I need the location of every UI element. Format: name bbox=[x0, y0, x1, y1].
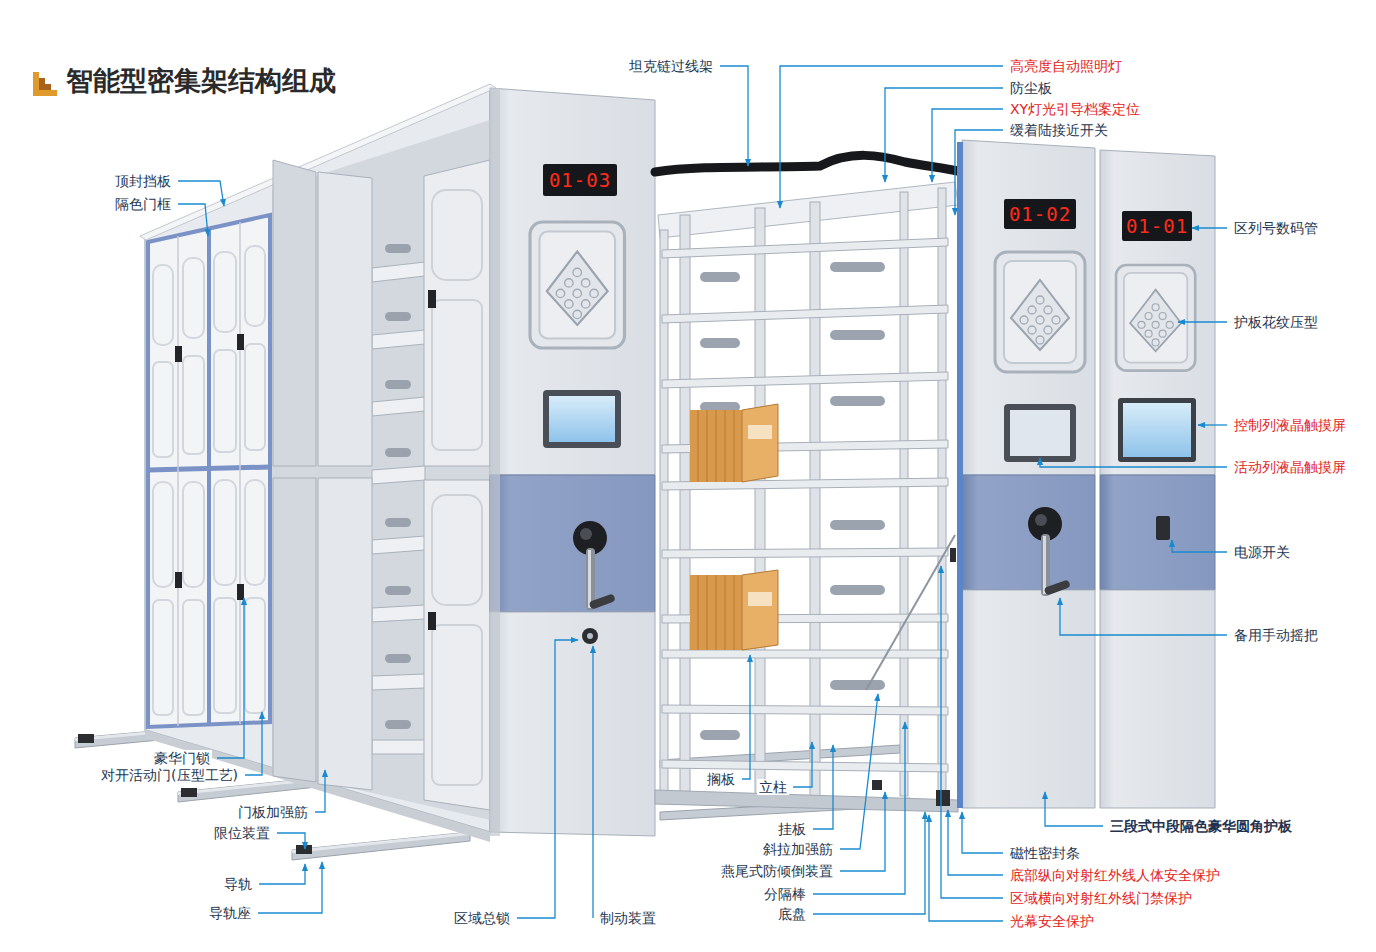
callout-label: XY灯光引导档案定位 bbox=[1008, 101, 1142, 117]
callout-label: 高亮度自动照明灯 bbox=[1008, 58, 1124, 74]
left-cabinet bbox=[140, 84, 496, 842]
callout-label: 控制列液晶触摸屏 bbox=[1232, 417, 1348, 433]
shelving-rack bbox=[655, 155, 962, 820]
callout-label: 光幕安全保护 bbox=[1008, 913, 1096, 929]
callout-label: 立柱 bbox=[757, 779, 789, 795]
callout-label: 坦克链过线架 bbox=[627, 58, 715, 74]
end-panels-right bbox=[957, 140, 1215, 808]
callout-label: 燕尾式防倾倒装置 bbox=[719, 863, 835, 879]
diagram-title: 智能型密集架结构组成 bbox=[66, 64, 336, 98]
callout-label: 备用手动摇把 bbox=[1232, 627, 1320, 643]
callout-label: 门板加强筋 bbox=[236, 804, 310, 820]
callout-label: 分隔棒 bbox=[762, 886, 808, 902]
callout-label: 底部纵向对射红外线人体安全保护 bbox=[1008, 867, 1222, 883]
callout-label: 挂板 bbox=[776, 821, 808, 837]
callout-label: 制动装置 bbox=[598, 910, 658, 926]
callout-label: 斜拉加强筋 bbox=[761, 841, 835, 857]
callout-label: 搁板 bbox=[705, 771, 737, 787]
callout-label: 隔色门框 bbox=[113, 196, 173, 212]
led-display-text: 01-03 bbox=[549, 169, 611, 191]
callout-label: 电源开关 bbox=[1232, 544, 1292, 560]
led-display-text: 01-01 bbox=[1126, 215, 1188, 237]
callout-label: 活动列液晶触摸屏 bbox=[1232, 459, 1348, 475]
callout-label: 底盘 bbox=[776, 906, 808, 922]
file-boxes bbox=[690, 404, 778, 650]
callout-label: 区列号数码管 bbox=[1232, 220, 1320, 236]
title-icon bbox=[33, 72, 57, 96]
callout-label: 三段式中段隔色豪华圆角护板 bbox=[1108, 818, 1294, 834]
end-panel-left bbox=[490, 88, 655, 836]
callout-label: 缓着陆接近开关 bbox=[1008, 122, 1110, 138]
callout-label: 导轨 bbox=[222, 876, 254, 892]
callout-label: 导轨座 bbox=[207, 905, 253, 921]
leader-lines bbox=[178, 66, 1227, 921]
callout-label: 区域横向对射红外线门禁保护 bbox=[1008, 890, 1194, 906]
callout-label: 区域总锁 bbox=[452, 910, 512, 926]
callout-label: 磁性密封条 bbox=[1008, 845, 1082, 861]
callout-label: 顶封挡板 bbox=[113, 173, 173, 189]
callout-label: 豪华门锁 bbox=[152, 750, 212, 766]
callout-label: 限位装置 bbox=[212, 825, 272, 841]
callout-label: 对开活动门(压型工艺) bbox=[99, 767, 240, 783]
led-display-text: 01-02 bbox=[1009, 203, 1071, 225]
callout-label: 护板花纹压型 bbox=[1232, 314, 1320, 330]
callout-label: 防尘板 bbox=[1008, 80, 1054, 96]
